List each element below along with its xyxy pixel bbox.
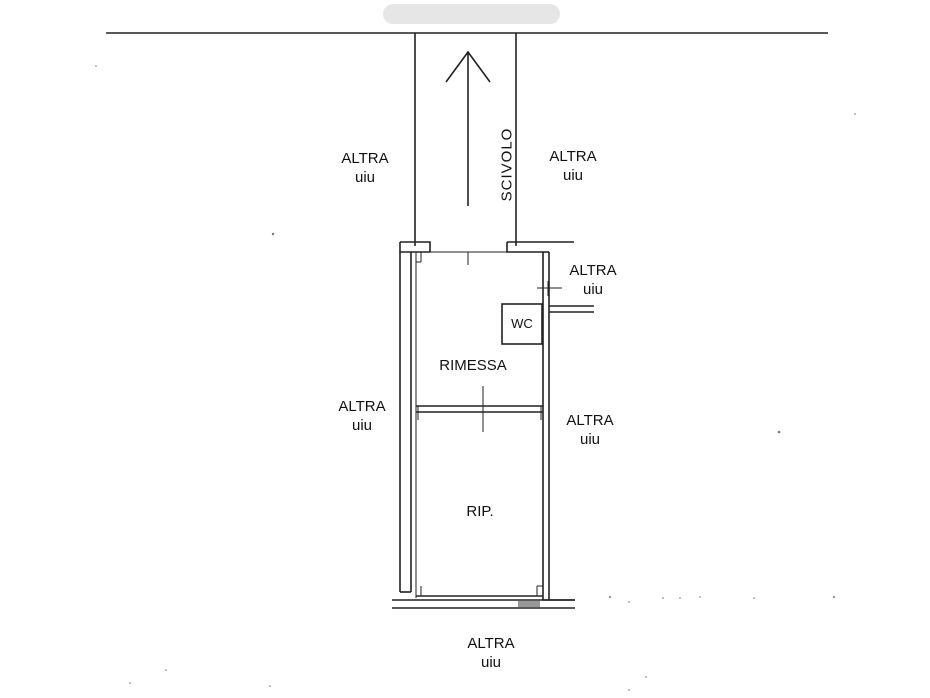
other-unit-label-right-middle: ALTRA uiu xyxy=(555,411,625,449)
other-unit-label-left-middle: ALTRA uiu xyxy=(327,397,397,435)
other-unit-line2: uiu xyxy=(351,417,373,434)
other-unit-label-top-right: ALTRA uiu xyxy=(538,147,608,185)
other-unit-line1: ALTRA xyxy=(467,635,515,652)
other-unit-line2: uiu xyxy=(579,431,601,448)
other-unit-label-top-left: ALTRA uiu xyxy=(330,149,400,187)
other-unit-line1: ALTRA xyxy=(341,150,389,167)
other-unit-line1: ALTRA xyxy=(338,398,386,415)
garage-label: RIMESSA xyxy=(439,357,507,374)
other-unit-line1: ALTRA xyxy=(549,148,597,165)
ramp-arrow-head xyxy=(445,50,491,83)
other-unit-line1: ALTRA xyxy=(566,412,614,429)
other-unit-line2: uiu xyxy=(582,281,604,298)
other-unit-line2: uiu xyxy=(354,169,376,186)
other-unit-label-right-upper: ALTRA uiu xyxy=(558,261,628,299)
other-unit-line2: uiu xyxy=(480,654,502,671)
storage-label: RIP. xyxy=(466,503,494,520)
other-unit-line1: ALTRA xyxy=(569,262,617,279)
top-scroll-indicator xyxy=(383,4,560,24)
sill-hatch xyxy=(518,601,540,607)
wc-box xyxy=(501,303,543,345)
other-unit-label-bottom: ALTRA uiu xyxy=(456,634,526,672)
wall-top-left xyxy=(400,241,431,252)
other-unit-line2: uiu xyxy=(562,167,584,184)
wc-label: WC xyxy=(511,316,533,331)
ramp-label: SCIVOLO xyxy=(498,127,516,202)
